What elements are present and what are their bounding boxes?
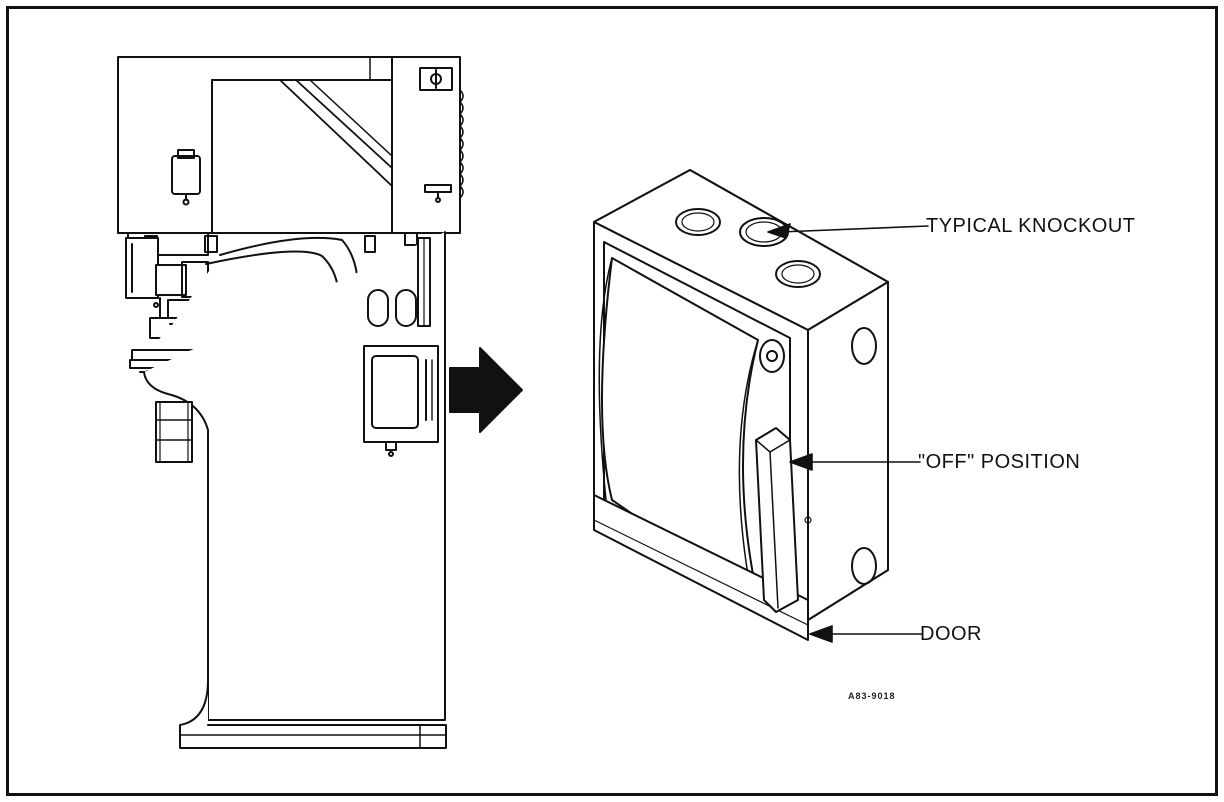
leader-lines (767, 223, 929, 643)
callout-typical-knockout: TYPICAL KNOCKOUT (926, 215, 1136, 237)
machine-top-cabinet (117, 56, 461, 234)
disconnect-box-illustration (593, 169, 889, 641)
callout-door: DOOR (920, 623, 982, 645)
knockout-top-left (675, 208, 721, 236)
machine-illustration (117, 56, 464, 749)
callout-off-position: "OFF" POSITION (918, 451, 1081, 473)
drawing-code: A83-9018 (848, 691, 896, 701)
knockout-side-lower (851, 547, 877, 585)
knockout-side-upper (851, 327, 877, 365)
pointer-arrow (449, 347, 523, 433)
handle-off-position (755, 427, 799, 613)
knockout-top-right (775, 260, 821, 288)
